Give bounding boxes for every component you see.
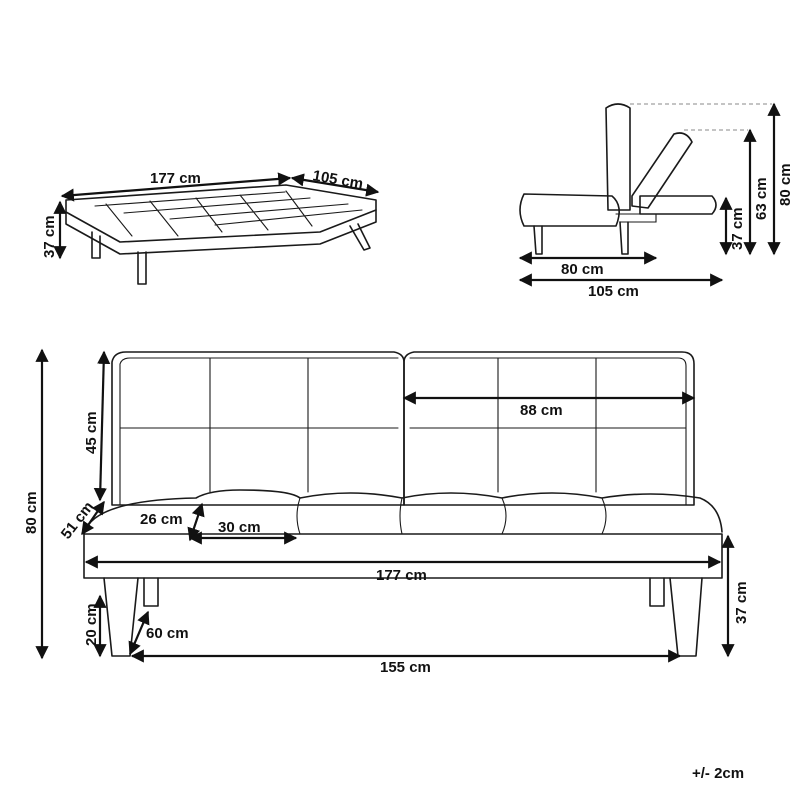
front-backrest-right — [403, 351, 695, 506]
side-seat-height-label: 37 cm — [729, 207, 746, 250]
front-total-width-label: 177 cm — [376, 567, 427, 584]
front-leg-left — [103, 577, 139, 657]
front-view: 80 cm 45 cm 51 cm 26 cm 30 cm 88 cm 177 … — [23, 348, 750, 676]
bed-leg-right — [349, 223, 371, 251]
side-seat — [519, 193, 620, 227]
bed-mattress-front — [65, 209, 377, 255]
front-backrest-tufting — [119, 357, 687, 493]
bed-view: 177 cm 105 cm 37 cm — [41, 167, 380, 285]
bed-leg-front — [137, 251, 147, 285]
front-seat-depth-dimension-line — [81, 500, 105, 536]
front-leg-depth-dimension-line — [128, 610, 150, 656]
bed-leg-left — [91, 231, 101, 259]
bed-width-label: 177 cm — [150, 170, 201, 187]
side-frame — [615, 213, 657, 223]
tolerance-note: +/- 2cm — [692, 765, 744, 782]
side-total-height-label: 80 cm — [777, 163, 794, 206]
front-total-height-label: 80 cm — [23, 491, 40, 534]
front-leg-right-back — [649, 577, 665, 607]
front-leg-depth-label: 60 cm — [146, 625, 189, 642]
front-seat-height-label: 37 cm — [733, 581, 750, 624]
front-armrest-height-label: 26 cm — [140, 511, 183, 528]
front-leg-left-back — [143, 577, 159, 607]
side-recline-height-label: 63 cm — [753, 177, 770, 220]
side-seat-depth-label: 80 cm — [561, 261, 604, 278]
front-armrest-width-label: 30 cm — [218, 519, 261, 536]
front-back-height-dimension-line — [93, 350, 111, 502]
front-seat-dividers — [296, 497, 607, 535]
side-back-reclined — [631, 132, 693, 209]
front-leg-height-label: 20 cm — [83, 603, 100, 646]
bed-tufting-lines — [94, 190, 363, 237]
bed-depth-dimension-line — [290, 173, 380, 197]
side-leg-back — [619, 221, 629, 255]
front-back-height-label: 45 cm — [83, 411, 100, 454]
front-leg-span-label: 155 cm — [380, 659, 431, 676]
front-leg-right — [669, 577, 703, 657]
side-view: 80 cm 105 cm 37 cm 63 cm 80 cm — [518, 102, 794, 300]
side-bed-extension — [639, 195, 717, 215]
bed-height-label: 37 cm — [41, 215, 58, 258]
front-backrest-inner-edge — [119, 357, 687, 506]
front-seat-back-width-label: 88 cm — [520, 402, 563, 419]
side-back-upright — [605, 103, 631, 211]
side-leg-front — [533, 225, 543, 255]
side-bed-depth-label: 105 cm — [588, 283, 639, 300]
bed-width-dimension-line — [60, 172, 292, 202]
bed-depth-label: 105 cm — [311, 167, 364, 193]
